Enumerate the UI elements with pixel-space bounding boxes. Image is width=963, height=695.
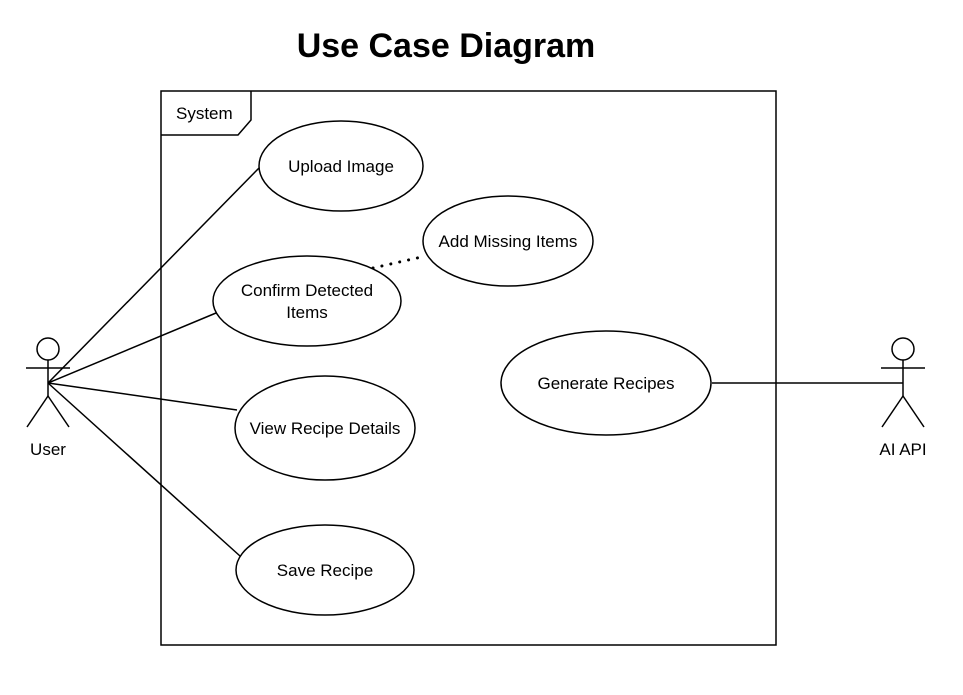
system-boundary: System [160, 90, 777, 646]
user-stick-figure-icon [26, 337, 70, 428]
association-user-confirm-detected-items [47, 312, 217, 384]
use-case-view-recipe-details-label: View Recipe Details [250, 419, 401, 438]
use-case-save-recipe-label: Save Recipe [277, 561, 373, 580]
actor-user-label: User [30, 440, 66, 459]
dotted-relation-confirm-add-missing [371, 254, 428, 270]
association-user-upload-image [47, 166, 261, 384]
associations [47, 166, 903, 557]
use-case-confirm-detected-items-line2: Items [286, 303, 328, 322]
use-case-confirm-detected-items-line1: Confirm Detected [241, 281, 373, 300]
association-user-save-recipe [47, 382, 241, 557]
use-case-add-missing-items[interactable]: Add Missing Items [422, 195, 594, 287]
use-case-confirm-detected-items[interactable]: Confirm Detected Items [212, 255, 402, 347]
use-case-generate-recipes-label: Generate Recipes [537, 374, 674, 393]
association-user-view-recipe-details [47, 382, 238, 411]
use-case-add-missing-items-label: Add Missing Items [439, 232, 578, 251]
system-label: System [176, 104, 233, 123]
use-case-upload-image-label: Upload Image [288, 157, 394, 176]
use-case-view-recipe-details[interactable]: View Recipe Details [234, 375, 416, 481]
actor-ai-api-label: AI API [879, 440, 926, 459]
use-case-save-recipe[interactable]: Save Recipe [235, 524, 415, 616]
ai-api-stick-figure-icon [881, 337, 925, 428]
diagram-title: Use Case Diagram [297, 27, 596, 65]
use-case-generate-recipes[interactable]: Generate Recipes [500, 330, 712, 436]
actor-user[interactable]: User [26, 337, 70, 459]
actor-ai-api[interactable]: AI API [879, 337, 927, 459]
use-case-upload-image[interactable]: Upload Image [258, 120, 424, 212]
